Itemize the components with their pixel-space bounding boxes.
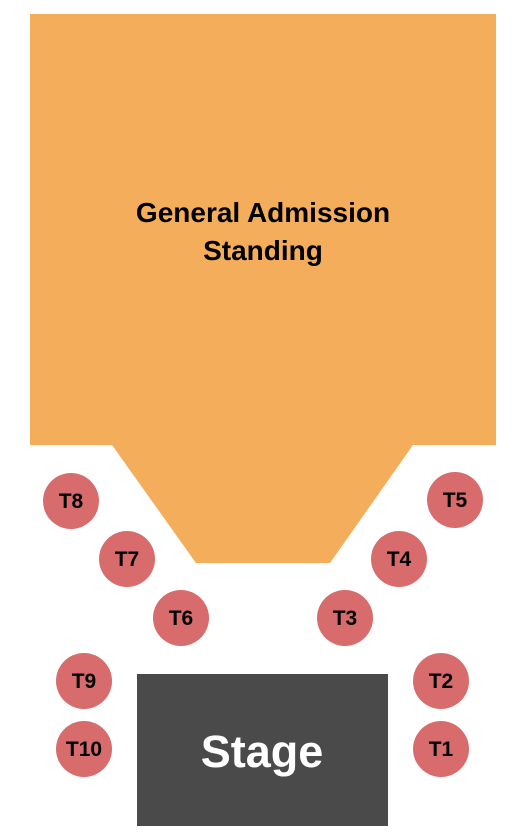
general-admission-label-line1: General Admission: [136, 197, 390, 228]
stage-area: [137, 674, 388, 826]
table-t6-label: T6: [169, 607, 194, 630]
stage-section: Stage: [137, 674, 388, 826]
table-t7-label: T7: [115, 548, 140, 571]
general-admission-area[interactable]: [30, 14, 496, 563]
table-t7-seat[interactable]: [99, 531, 155, 587]
table-t4-seat[interactable]: [371, 531, 427, 587]
table-t8-label: T8: [59, 490, 84, 513]
table-t3-seat[interactable]: [317, 590, 373, 646]
table-t9-label: T9: [72, 670, 97, 693]
table-t2[interactable]: T2: [413, 653, 469, 709]
table-t4-label: T4: [387, 548, 412, 571]
table-t1-label: T1: [429, 738, 454, 761]
table-t8-seat[interactable]: [43, 473, 99, 529]
table-t6[interactable]: T6: [153, 590, 209, 646]
table-t1[interactable]: T1: [413, 721, 469, 777]
table-t3[interactable]: T3: [317, 590, 373, 646]
table-t5-label: T5: [443, 489, 468, 512]
table-t10[interactable]: T10: [56, 721, 112, 777]
table-t9-seat[interactable]: [56, 653, 112, 709]
table-t6-seat[interactable]: [153, 590, 209, 646]
table-t3-label: T3: [333, 607, 358, 630]
table-t2-label: T2: [429, 670, 454, 693]
stage-label: Stage: [201, 726, 324, 777]
general-admission-label-line2: Standing: [203, 235, 323, 266]
table-t2-seat[interactable]: [413, 653, 469, 709]
table-t10-label: T10: [66, 738, 102, 761]
table-t9[interactable]: T9: [56, 653, 112, 709]
table-t7[interactable]: T7: [99, 531, 155, 587]
table-t5[interactable]: T5: [427, 472, 483, 528]
general-admission-section[interactable]: General Admission Standing: [30, 14, 496, 563]
table-t5-seat[interactable]: [427, 472, 483, 528]
table-t4[interactable]: T4: [371, 531, 427, 587]
table-t8[interactable]: T8: [43, 473, 99, 529]
table-t10-seat[interactable]: [56, 721, 112, 777]
table-t1-seat[interactable]: [413, 721, 469, 777]
